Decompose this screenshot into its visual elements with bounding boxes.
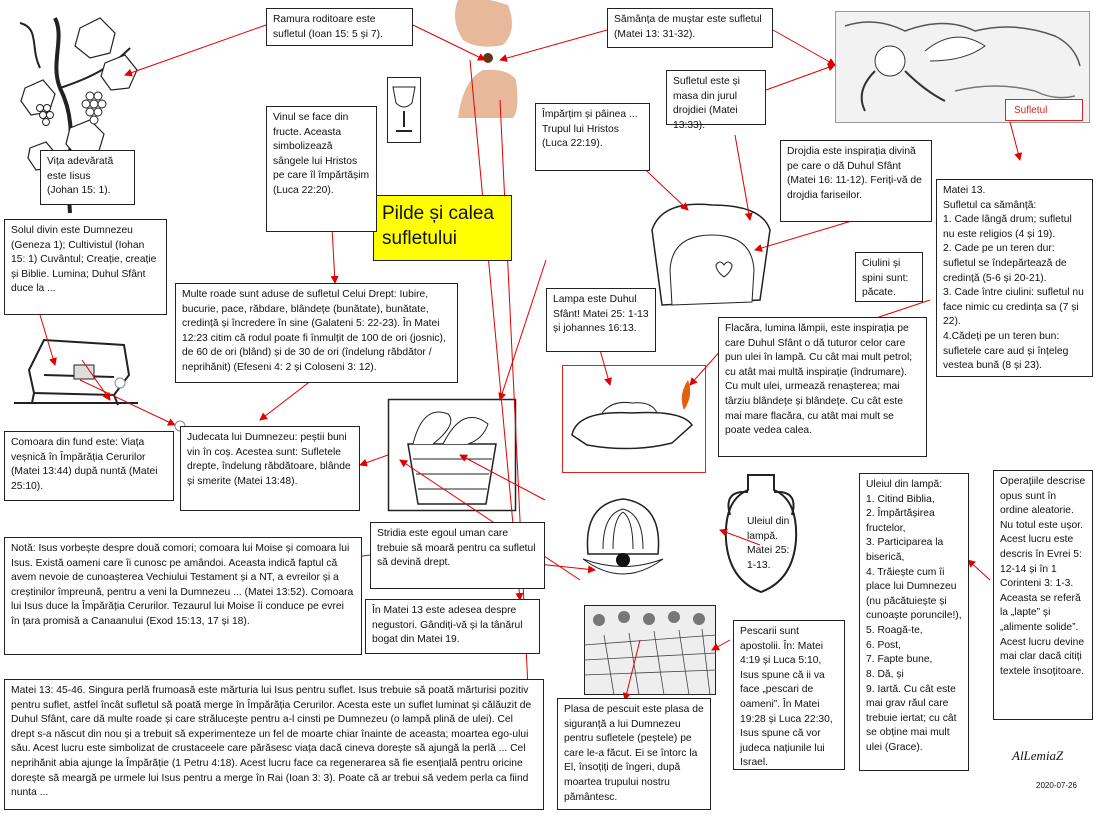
note-ciulini: Ciulini și spini sunt: păcate. (855, 252, 923, 302)
note-ramura: Ramura roditoare este sufletul (Ioan 15:… (266, 8, 413, 46)
note-ulei-list: Uleiul din lampă: 1. Citind Biblia, 2. Î… (859, 473, 969, 771)
note-comoara: Comoara din fund este: Viața veșnică în … (4, 431, 174, 501)
note-vita: Vița adevărată este Iisus (Johan 15: 1). (40, 150, 135, 205)
mustard-seed-photo (454, 0, 518, 118)
note-drojdia: Drojdia este inspirația divină pe care o… (780, 140, 932, 222)
oil-lamp-icon (562, 365, 706, 473)
soul-label: Sufletul (1005, 99, 1083, 121)
note-stridia: Stridia este egoul uman care trebuie să … (370, 522, 545, 589)
date-stamp: 2020-07-26 (1036, 781, 1077, 790)
oyster-pearl-icon (582, 498, 664, 575)
fishing-net-illustration (583, 605, 717, 696)
note-uleiul: Uleiul din lampă. Matei 25: 1-13. (747, 516, 790, 571)
fish-basket-icon (387, 398, 517, 512)
note-judecata: Judecata lui Dumnezeu: peștii buni vin î… (180, 426, 360, 511)
bread-loaf-icon (651, 203, 771, 306)
note-matei13: Matei 13. Sufletul ca sămânță: 1. Cade l… (936, 179, 1093, 377)
note-pescarii: Pescarii sunt apostolii. În: Matei 4:19 … (733, 620, 845, 770)
note-perla: Matei 13: 45-46. Singura perlă frumoasă … (4, 679, 544, 810)
note-lampa: Lampa este Duhul Sfânt! Matei 25: 1-13 ș… (546, 288, 656, 352)
note-flacara: Flacăra, lumina lămpii, este inspirația … (718, 317, 927, 457)
note-roade: Multe roade sunt aduse de sufletul Celui… (175, 283, 458, 383)
note-solul: Solul divin este Dumnezeu (Geneza 1); Cu… (4, 219, 167, 315)
note-operatiile: Operațiile descrise opus sunt în ordine … (993, 470, 1093, 720)
note-negustori: În Matei 13 este adesea despre negustori… (365, 599, 540, 654)
page-title: Pilde și calea sufletului (373, 195, 512, 261)
note-samanta: Sămânța de muștar este sufletul (Matei 1… (607, 8, 773, 48)
note-masa: Sufletul este și masa din jurul drojdiei… (666, 70, 766, 131)
note-nota: Notă: Isus vorbește despre două comori; … (4, 537, 362, 655)
author-signature: AlLemiaZ (1012, 748, 1064, 763)
amphora-icon (724, 474, 798, 594)
wine-cup-icon (387, 77, 421, 143)
note-vinul: Vinul se face din fructe. Aceasta simbol… (266, 106, 377, 232)
note-plasa: Plasa de pescuit este plasa de siguranță… (557, 698, 711, 810)
note-impartasim: Împărțim și pâinea ... Trupul lui Hristo… (535, 103, 650, 171)
treasure-chest-icon (14, 338, 138, 406)
